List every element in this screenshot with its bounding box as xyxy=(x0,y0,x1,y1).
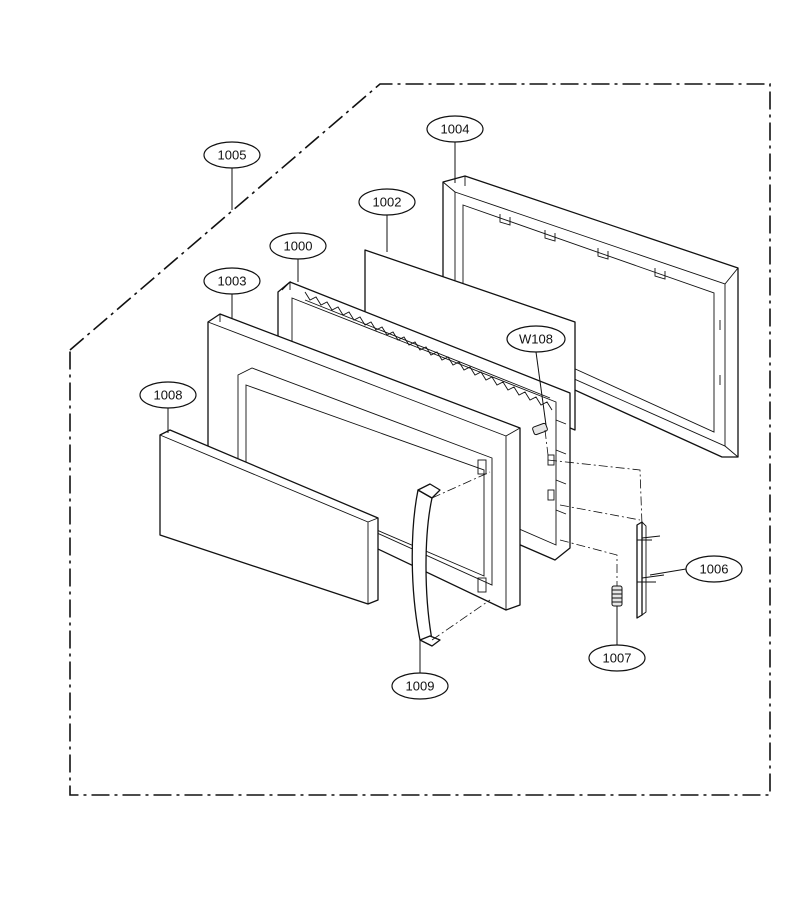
part-1009-door-handle xyxy=(411,483,441,647)
callout-1004: 1004 xyxy=(426,115,484,143)
svg-text:1006: 1006 xyxy=(700,562,729,577)
svg-text:1007: 1007 xyxy=(603,651,632,666)
part-1008-front-panel xyxy=(159,429,379,605)
part-W108-screw xyxy=(532,422,548,436)
callout-1008: 1008 xyxy=(139,381,197,409)
assembly-boundary xyxy=(69,83,771,796)
callout-1003: 1003 xyxy=(203,267,261,295)
callout-1007: 1007 xyxy=(588,644,646,672)
callout-1000: 1000 xyxy=(269,232,327,260)
callout-1005: 1005 xyxy=(203,141,261,169)
part-1007-spring xyxy=(611,585,623,607)
part-1006-latch-hook xyxy=(636,521,665,619)
leader-lines xyxy=(167,142,687,673)
svg-text:1004: 1004 xyxy=(441,122,470,137)
callout-W108: W108 xyxy=(506,325,566,353)
callout-1002: 1002 xyxy=(358,188,416,216)
svg-text:1000: 1000 xyxy=(284,239,313,254)
svg-text:1009: 1009 xyxy=(406,679,435,694)
callout-1009: 1009 xyxy=(391,672,449,700)
callout-1006: 1006 xyxy=(685,555,743,583)
svg-text:1005: 1005 xyxy=(218,148,247,163)
svg-text:W108: W108 xyxy=(519,332,553,347)
svg-text:1002: 1002 xyxy=(373,195,402,210)
svg-text:1008: 1008 xyxy=(154,388,183,403)
svg-text:1003: 1003 xyxy=(218,274,247,289)
phantom-lines xyxy=(431,429,643,641)
